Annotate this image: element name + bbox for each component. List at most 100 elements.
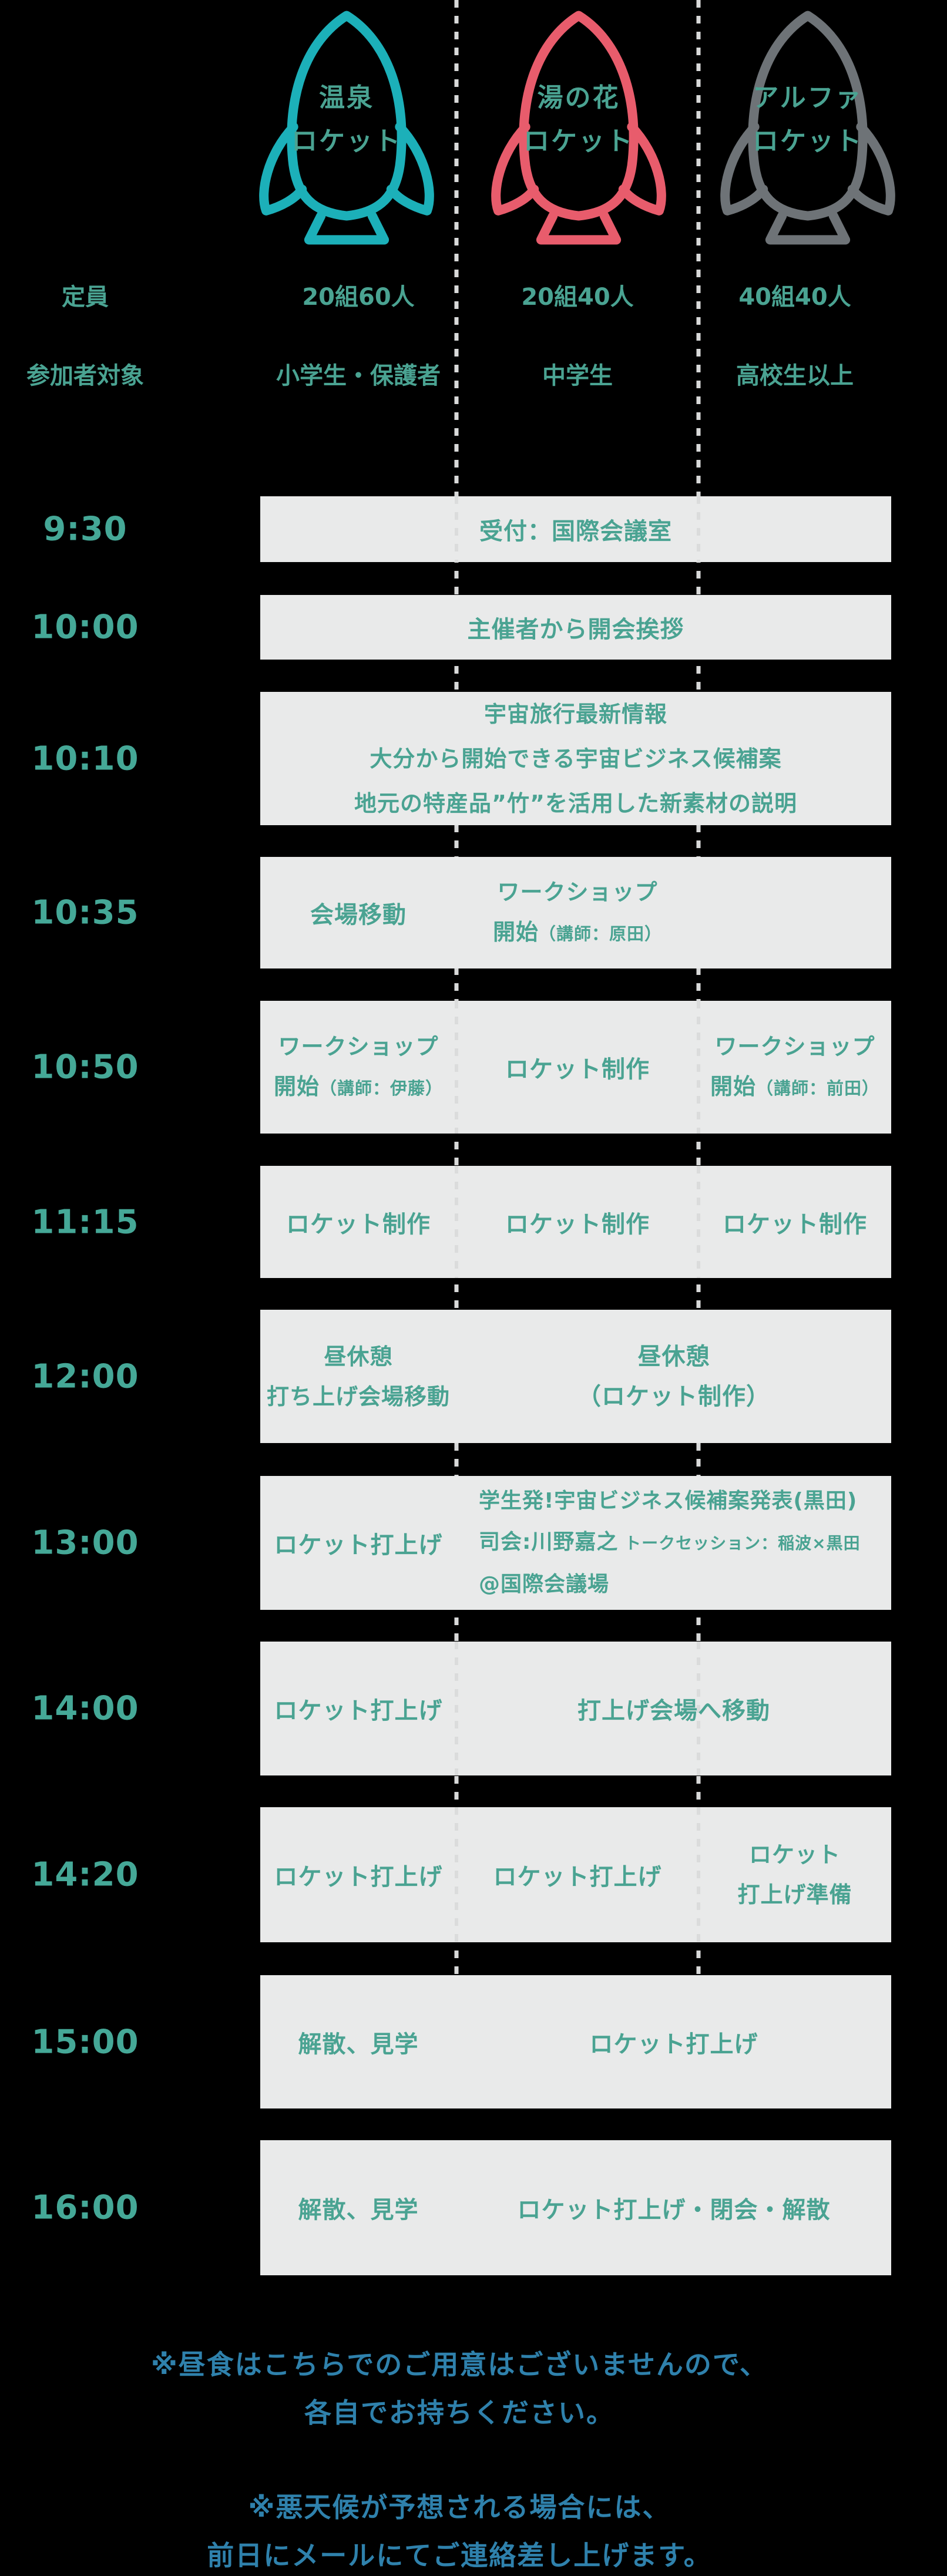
event-box: ロケット打上げ 学生発!宇宙ビジネス候補案発表(黒田) 司会:川野嘉之 トークセ… — [260, 1476, 891, 1610]
box-divider — [697, 496, 700, 562]
event-box: ロケット制作 ロケット制作 ロケット制作 — [260, 1166, 891, 1278]
event-line: @国際会議場 — [479, 1572, 610, 1596]
lunch-note-line2: 各自でお持ちください。 — [304, 2397, 614, 2429]
time-label: 10:50 — [31, 1048, 139, 1087]
event-line: 昼休憩 — [324, 1343, 393, 1370]
event-text-col23: ロケット打上げ・閉会・解散 — [517, 2197, 831, 2224]
event-text: 宇宙旅行最新情報 大分から開始できる宇宙ビジネス候補案 地元の特産品”竹”を活用… — [260, 692, 891, 825]
box-divider — [455, 496, 458, 562]
event-line: ワークショップ — [714, 1033, 875, 1060]
schedule-row-1420: 14:20 ロケット打上げ ロケット打上げ ロケット 打上げ準備 — [0, 1807, 947, 1942]
event-text-col3: ワークショップ 開始（講師：前田） — [699, 1001, 891, 1134]
capacity-col2: 20組40人 — [521, 284, 634, 311]
box-divider — [697, 1642, 700, 1775]
capacity-col3: 40組40人 — [738, 284, 851, 311]
rocket-icon — [720, 11, 895, 245]
event-line: 打上げ準備 — [737, 1882, 852, 1908]
event-text: 主催者から開会挨拶 — [467, 616, 684, 643]
time-label: 14:20 — [31, 1855, 139, 1894]
audience-col2: 中学生 — [542, 362, 613, 389]
event-line: 開始（講師：伊藤） — [273, 1073, 444, 1099]
schedule-row-1000: 10:00 主催者から開会挨拶 — [0, 595, 947, 660]
time-label: 13:00 — [31, 1524, 139, 1562]
event-text-col23: 打上げ会場へ移動 — [577, 1697, 770, 1724]
event-line: ワークショップ — [278, 1033, 439, 1060]
audience-row: 参加者対象 小学生・保護者 中学生 高校生以上 — [0, 355, 947, 392]
time-label: 12:00 — [31, 1357, 139, 1395]
rocket-name-line2: ロケット — [291, 126, 402, 156]
event-box: 主催者から開会挨拶 — [260, 595, 891, 660]
box-divider — [455, 1642, 458, 1775]
event-box: 宇宙旅行最新情報 大分から開始できる宇宙ビジネス候補案 地元の特産品”竹”を活用… — [260, 692, 891, 825]
box-divider — [455, 1807, 458, 1942]
event-line: （ロケット制作） — [577, 1383, 770, 1410]
event-line: ロケット — [748, 1842, 841, 1868]
event-box: 解散、見学 ロケット打上げ — [260, 1975, 891, 2108]
schedule-row-1200: 12:00 昼休憩 打ち上げ会場移動 昼休憩 （ロケット制作） — [0, 1310, 947, 1443]
event-text-col1: ロケット打上げ — [274, 1697, 443, 1724]
weather-note-line1: ※悪天候が予想される場合には、 — [248, 2491, 671, 2523]
event-text: 受付：国際会議室 — [479, 518, 672, 545]
time-label: 14:00 — [31, 1689, 139, 1728]
time-label: 15:00 — [31, 2023, 139, 2061]
event-line: 開始（講師：前田） — [710, 1073, 880, 1099]
schedule-row-1115: 11:15 ロケット制作 ロケット制作 ロケット制作 — [0, 1166, 947, 1278]
event-line: 大分から開始できる宇宙ビジネス候補案 — [370, 745, 782, 772]
event-box: 会場移動 ワークショップ 開始（講師：原田） — [260, 857, 891, 968]
event-line: 開始（講師：原田） — [492, 919, 663, 945]
capacity-row: 定員 20組60人 20組40人 40組40人 — [0, 276, 947, 314]
schedule-row-1500: 15:00 解散、見学 ロケット打上げ — [0, 1975, 947, 2108]
rocket-onsen: 温泉 ロケット — [244, 7, 449, 247]
schedule-row-0930: 9:30 受付：国際会議室 — [0, 496, 947, 562]
schedule-row-1010: 10:10 宇宙旅行最新情報 大分から開始できる宇宙ビジネス候補案 地元の特産品… — [0, 692, 947, 825]
rocket-name: 湯の花 ロケット — [476, 76, 681, 163]
event-text-col3: ロケット 打上げ準備 — [699, 1807, 891, 1942]
rocket-name: アルファ ロケット — [705, 76, 911, 163]
box-divider — [455, 1166, 458, 1278]
event-line: ワークショップ — [497, 879, 658, 905]
lunch-note-line1: ※昼食はこちらでのご用意はございませんので、 — [150, 2349, 768, 2380]
rocket-name-line2: ロケット — [523, 126, 634, 156]
column-divider-1 — [454, 0, 459, 1975]
rocket-icon — [491, 11, 666, 245]
rocket-name-line1: 温泉 — [319, 83, 374, 113]
event-text-col1: ワークショップ 開始（講師：伊藤） — [260, 1001, 456, 1134]
event-box: ワークショップ 開始（講師：伊藤） ロケット制作 ワークショップ 開始（講師：前… — [260, 1001, 891, 1134]
event-line: 打ち上げ会場移動 — [266, 1383, 450, 1410]
event-line: 司会:川野嘉之 トークセッション：稲波×黒田 — [479, 1530, 861, 1554]
event-text-col23: ロケット打上げ — [589, 2030, 758, 2058]
time-label: 9:30 — [43, 510, 127, 549]
event-text-col1: ロケット打上げ — [274, 1532, 443, 1559]
audience-label: 参加者対象 — [26, 362, 144, 389]
time-label: 10:35 — [31, 893, 139, 932]
event-box: 解散、見学 ロケット打上げ・閉会・解散 — [260, 2140, 891, 2275]
audience-col1: 小学生・保護者 — [276, 362, 441, 389]
weather-note: ※悪天候が予想される場合には、 前日にメールにてご連絡差し上げます。 — [0, 2483, 933, 2576]
event-text-col1: 昼休憩 打ち上げ会場移動 — [260, 1310, 456, 1443]
schedule-row-1600: 16:00 解散、見学 ロケット打上げ・閉会・解散 — [0, 2140, 947, 2275]
time-label: 11:15 — [31, 1203, 139, 1241]
event-text-col1: ロケット打上げ — [274, 1864, 443, 1891]
column-divider-2 — [696, 0, 701, 1975]
event-line: 宇宙旅行最新情報 — [483, 701, 667, 727]
event-text-col1: ロケット制作 — [286, 1210, 431, 1238]
box-divider — [697, 1807, 700, 1942]
event-text-col1: 解散、見学 — [298, 2030, 419, 2058]
box-divider — [455, 1001, 458, 1134]
time-label: 10:10 — [31, 739, 139, 778]
rocket-alpha: アルファ ロケット — [705, 7, 911, 247]
box-divider — [697, 1001, 700, 1134]
event-text-col2: ワークショップ 開始（講師：原田） — [456, 857, 699, 968]
rocket-name: 温泉 ロケット — [244, 76, 449, 163]
capacity-label: 定員 — [62, 284, 109, 311]
rocket-icon — [259, 11, 434, 245]
rocket-name-line2: ロケット — [753, 126, 863, 156]
event-box: ロケット打上げ 打上げ会場へ移動 — [260, 1642, 891, 1775]
weather-note-line2: 前日にメールにてご連絡差し上げます。 — [207, 2540, 712, 2571]
schedule-row-1035: 10:35 会場移動 ワークショップ 開始（講師：原田） — [0, 857, 947, 968]
event-text-col2: ロケット打上げ — [493, 1864, 662, 1891]
event-text-col1: 会場移動 — [310, 902, 407, 929]
schedule-row-1300: 13:00 ロケット打上げ 学生発!宇宙ビジネス候補案発表(黒田) 司会:川野嘉… — [0, 1476, 947, 1610]
schedule-row-1400: 14:00 ロケット打上げ 打上げ会場へ移動 — [0, 1642, 947, 1775]
